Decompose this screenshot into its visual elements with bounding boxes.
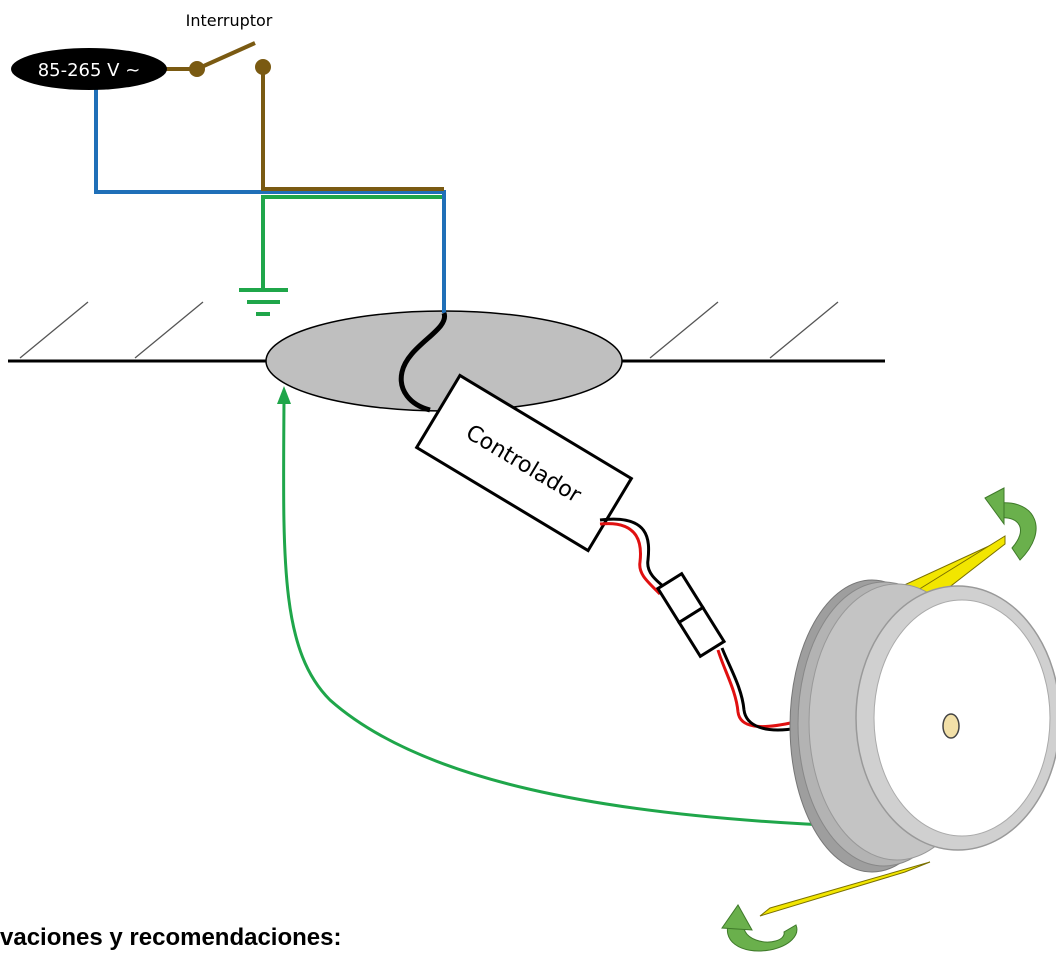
neutral-wire xyxy=(94,88,446,313)
switch-label: Interruptor xyxy=(186,11,273,30)
voltage-label: 85-265 V ~ xyxy=(38,60,141,81)
fan-blade-bottom xyxy=(759,861,931,917)
connector-half-b xyxy=(677,605,727,659)
rotation-arrow-icon xyxy=(721,904,798,952)
earth-wire xyxy=(261,195,442,290)
switch-pivot xyxy=(189,61,205,77)
controller-body xyxy=(414,373,634,553)
fan xyxy=(789,579,1056,873)
rotation-arrow-bottom-body xyxy=(727,919,798,952)
rotation-arrow-bottom-head xyxy=(721,904,753,931)
ceiling-hatching xyxy=(19,301,839,359)
live-wire xyxy=(261,68,444,191)
ceiling xyxy=(8,301,885,412)
fan-face xyxy=(873,599,1051,837)
rotation-arrow-top-head xyxy=(984,487,1005,526)
fan-hub xyxy=(942,713,960,739)
switch-lever xyxy=(196,41,256,71)
power-source-badge xyxy=(11,48,167,90)
switch-contact xyxy=(255,59,271,75)
ceiling-hole xyxy=(265,310,623,412)
return-arrow-head xyxy=(277,386,291,404)
controller-input-cable xyxy=(398,312,447,413)
ground-symbol-icon xyxy=(239,288,288,316)
power-source: 85-265 V ~ xyxy=(11,48,167,90)
dc-cable xyxy=(599,517,799,732)
mains-wiring xyxy=(94,41,446,313)
return-arrow-line xyxy=(282,399,849,828)
dc-connector xyxy=(655,571,727,659)
rotation-arrow-top-body xyxy=(999,502,1037,561)
rotation-arrow-icon xyxy=(984,487,1037,561)
section-heading: vaciones y recomendaciones: xyxy=(0,924,341,951)
